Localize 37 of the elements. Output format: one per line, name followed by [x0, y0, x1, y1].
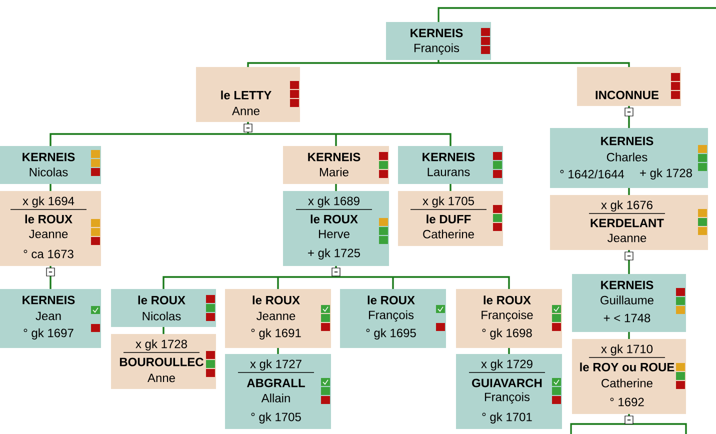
person-card: le ROUX Jeanne ° gk 1691	[225, 289, 331, 348]
connector-line	[50, 184, 52, 191]
person-card: KERNEIS Laurans	[398, 146, 503, 184]
connector-line	[628, 106, 630, 128]
person-card: le ROUX Françoise ° gk 1698	[456, 289, 562, 348]
person-card: x gk 1676 KERDELANT Jeanne	[550, 195, 708, 250]
connector-line	[570, 413, 687, 434]
person-card: le ROUX Nicolas	[111, 289, 216, 327]
person-card: x gk 1727 ABGRALL Allain ° gk 1705	[225, 354, 331, 429]
person-card: x gk 1705 le DUFF Catherine	[398, 191, 503, 246]
person-card: KERNEIS Guillaume + < 1748	[572, 274, 686, 332]
person-card: x gk 1694 le ROUX Jeanne ° ca 1673	[0, 191, 101, 266]
connector-line	[438, 7, 716, 22]
connector-line	[162, 265, 510, 290]
person-card: INCONNUE	[577, 67, 681, 106]
connector-line	[247, 59, 630, 68]
connector-line	[277, 348, 279, 354]
connector-line	[50, 266, 52, 289]
connector-line	[628, 188, 630, 195]
connector-line	[628, 332, 630, 339]
person-card: KERNEIS Jean ° gk 1697	[0, 289, 101, 348]
connector-line	[450, 184, 452, 191]
person-card: KERNEIS Nicolas	[0, 146, 101, 184]
person-card: KERNEIS Charles ° 1642/1644 + gk 1728	[550, 128, 708, 188]
person-card: x gk 1729 GUIAVARCH François ° gk 1701	[456, 354, 562, 429]
person-card: KERNEIS Marie	[283, 146, 389, 184]
connector-line	[50, 121, 452, 147]
connector-line	[508, 348, 510, 354]
person-card: x gk 1689 le ROUX Herve + gk 1725	[283, 191, 389, 266]
connector-line	[335, 184, 337, 191]
person-card: le ROUX François ° gk 1695	[340, 289, 446, 348]
person-card: le LETTY Anne	[196, 67, 300, 122]
person-card: x gk 1728 BOUROULLEC Anne	[111, 334, 216, 389]
person-card: KERNEIS François	[386, 22, 491, 60]
connector-line	[162, 327, 164, 334]
connector-line	[628, 250, 630, 274]
person-card: x gk 1710 le ROY ou ROUE Catherine ° 1692	[572, 339, 686, 414]
